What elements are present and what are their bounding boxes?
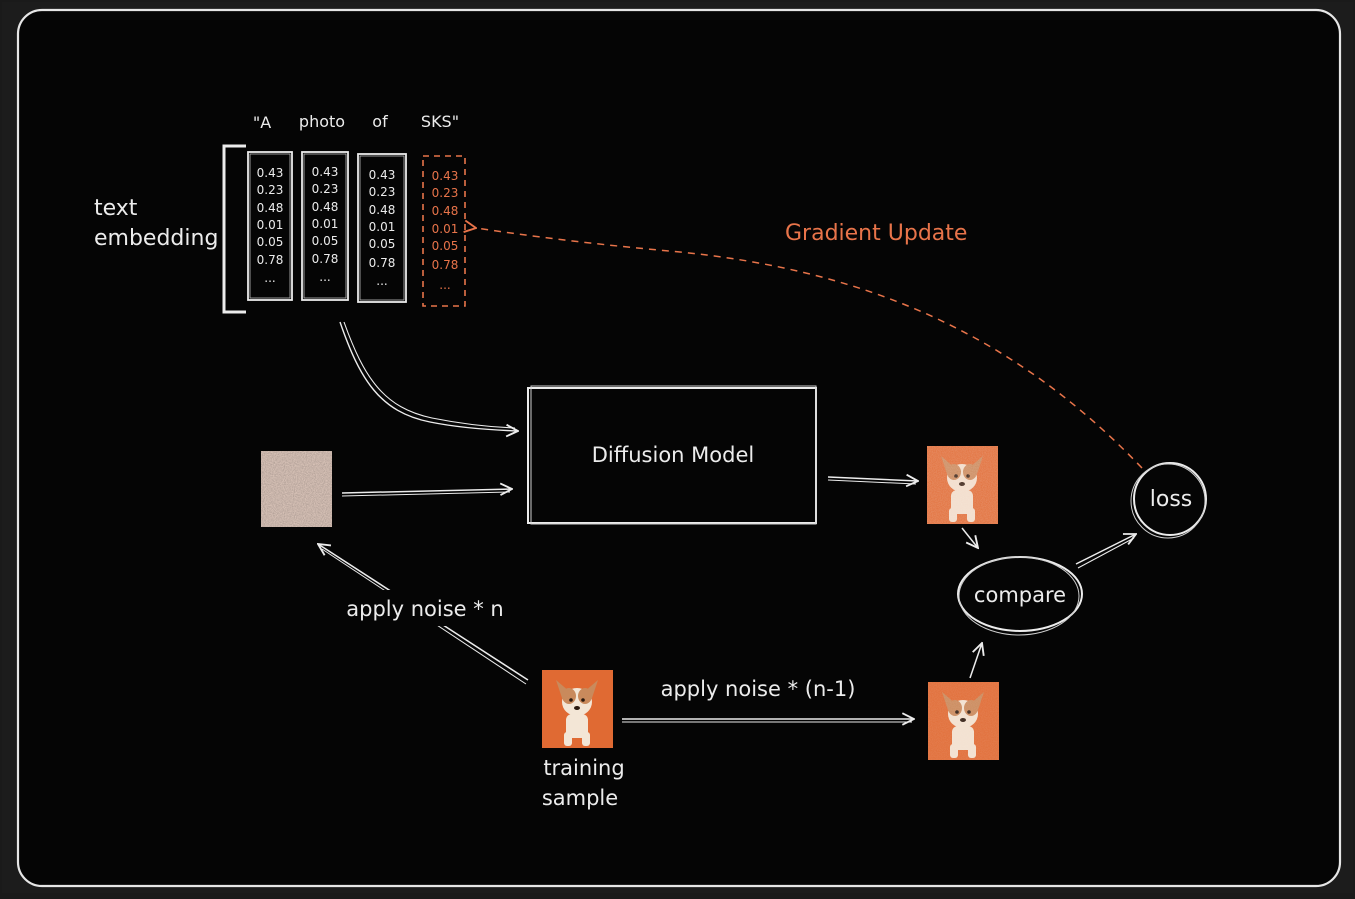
embedding-value: 0.78 [312, 252, 339, 266]
apply-noise-n-label: apply noise * n [346, 597, 503, 621]
output-to-compare-arrow [961, 527, 978, 548]
embedding-value: 0.48 [432, 204, 459, 218]
embedding-value: 0.01 [369, 220, 396, 234]
compare-label: compare [974, 583, 1066, 607]
embedding-values: 0.43 0.23 0.48 0.01 0.05 0.78 ... [257, 166, 284, 285]
training-sample-label: training [543, 756, 624, 780]
embedding-value: 0.23 [369, 185, 396, 199]
embedding-values-highlighted: 0.43 0.23 0.48 0.01 0.05 0.78 ... [432, 169, 459, 292]
diffusion-model-box [527, 385, 817, 525]
gradient-update-label: Gradient Update [785, 221, 967, 246]
apply-noise-n-minus-1-label: apply noise * (n-1) [661, 677, 856, 701]
loss-label: loss [1150, 487, 1193, 512]
embedding-value: 0.43 [312, 165, 339, 179]
model-to-output-arrow [827, 477, 918, 481]
embedding-value: 0.23 [257, 183, 284, 197]
embedding-value: 0.01 [312, 217, 339, 231]
embedding-value: 0.01 [257, 218, 284, 232]
embedding-value: 0.23 [312, 182, 339, 196]
embedding-values: 0.43 0.23 0.48 0.01 0.05 0.78 ... [312, 165, 339, 284]
embedding-value: 0.48 [257, 201, 284, 215]
compare-node [957, 556, 1083, 636]
embedding-column-highlighted [422, 155, 466, 307]
embedding-value: 0.48 [369, 203, 396, 217]
prompt-token: "A [253, 113, 271, 132]
prompt-token: photo [299, 112, 345, 131]
noise-to-model-arrow [341, 489, 512, 493]
embedding-value: ... [264, 271, 275, 285]
embedding-value: 0.05 [369, 237, 396, 251]
embedding-values: 0.43 0.23 0.48 0.01 0.05 0.78 ... [369, 168, 396, 288]
embedding-value: ... [376, 274, 387, 288]
embedding-value: 0.43 [257, 166, 284, 180]
embedding-column [301, 151, 349, 301]
predicted-image [927, 446, 998, 524]
embedding-bracket [222, 144, 246, 314]
loss-node [1130, 462, 1207, 539]
prompt-token: SKS" [421, 112, 459, 131]
embedding-value: 0.05 [432, 239, 459, 253]
target-image [928, 682, 999, 760]
training-sample-image [542, 670, 613, 748]
embedding-value: 0.05 [312, 234, 339, 248]
embedding-value: ... [439, 278, 450, 292]
diffusion-model-label: Diffusion Model [592, 443, 754, 467]
embedding-value: 0.43 [432, 169, 459, 183]
embedding-value: 0.43 [369, 168, 396, 182]
gradient-update-arrow [476, 228, 1143, 469]
embedding-value: 0.48 [312, 200, 339, 214]
target-to-compare-arrow [969, 643, 982, 679]
embedding-column [357, 153, 407, 303]
noise-image [261, 451, 332, 527]
embedding-value: 0.01 [432, 222, 459, 236]
embedding-value: 0.78 [257, 253, 284, 267]
training-sample-label: sample [542, 786, 618, 810]
text-embedding-label: text [94, 196, 138, 221]
prompt-token: of [372, 112, 388, 131]
compare-to-loss-arrow [1075, 534, 1136, 565]
embedding-value: 0.78 [369, 256, 396, 270]
embedding-to-model-arrow [339, 321, 518, 431]
embedding-column [247, 151, 293, 301]
embedding-value: 0.05 [257, 235, 284, 249]
embedding-value: 0.23 [432, 186, 459, 200]
text-embedding-label: embedding [94, 226, 218, 251]
embedding-value: 0.78 [432, 258, 459, 272]
embedding-value: ... [319, 270, 330, 284]
